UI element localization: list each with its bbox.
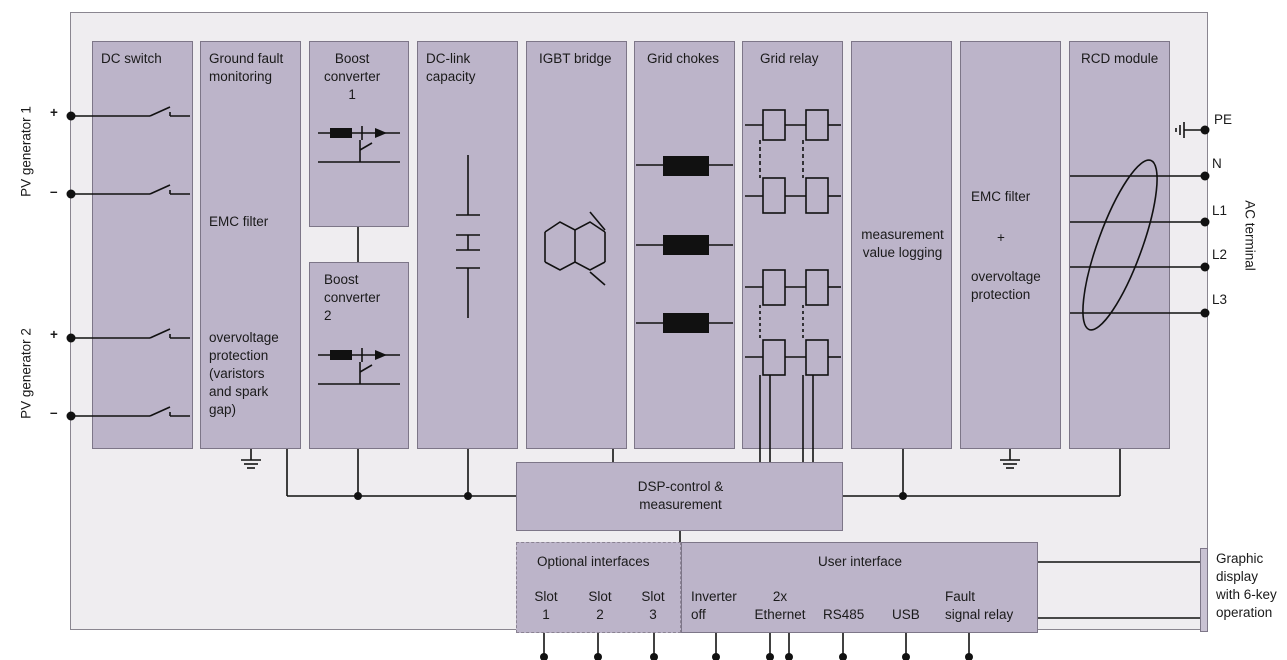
slot3-terminal (650, 653, 658, 660)
inverter-off-label: Inverter off (691, 589, 737, 622)
pv2-minus-label: – (50, 405, 58, 420)
plus-sign-label: + (997, 230, 1005, 245)
rs485-label: RS485 (823, 607, 865, 622)
pe-label: PE (1214, 112, 1233, 127)
slot-3-label: Slot 3 (641, 589, 665, 622)
slot1-terminal (540, 653, 548, 660)
pv2-plus-label: + (50, 327, 58, 342)
boost-converter-1-label: Boost converter 1 (324, 51, 381, 102)
boost-converter-symbols (318, 126, 400, 385)
l1-label: L1 (1212, 203, 1228, 218)
bus-node-3 (899, 492, 907, 500)
choke-3 (663, 313, 709, 333)
boost1-diode (375, 128, 387, 138)
igbt-bridge-block: IGBT bridge (526, 41, 627, 449)
igbt-bridge-label: IGBT bridge (539, 51, 612, 66)
l2-label: L2 (1212, 247, 1228, 262)
pv1-plus-terminal (66, 111, 76, 121)
ground-symbols (241, 449, 1020, 469)
choke-1 (663, 156, 709, 176)
ethernet-label: 2x Ethernet (754, 589, 806, 622)
l3-label: L3 (1212, 292, 1228, 307)
optional-interfaces-block: Optional interfaces Slot 1 Slot 2 Slot 3 (516, 542, 681, 633)
measurement-label: measurement value logging (861, 227, 944, 260)
slot-2-label: Slot 2 (588, 589, 612, 622)
boost2-diode (375, 350, 387, 360)
boost-converter-1-block: Boost converter 1 (309, 41, 409, 227)
emc-filter-left-label: EMC filter (209, 214, 269, 229)
slot2-terminal (594, 653, 602, 660)
rcd-module-label: RCD module (1081, 51, 1159, 66)
bus-node-1 (354, 492, 362, 500)
overvoltage-right-label: overvoltage protection (971, 269, 1041, 302)
fault-relay-terminal (965, 653, 973, 660)
ethernet-terminal-1 (766, 653, 774, 660)
dc-switch-block: DC switch (92, 41, 193, 449)
rcd-module-block: RCD module (1069, 41, 1170, 449)
dsp-control-label: DSP-control & measurement (637, 479, 724, 512)
dc-switch-label: DC switch (101, 51, 162, 66)
boost-converter-2-label: Boost converter 2 (324, 272, 381, 323)
optional-interfaces-title: Optional interfaces (537, 554, 650, 569)
dc-link-label: DC-link capacity (426, 51, 476, 84)
inverter-off-terminal (712, 653, 720, 660)
overvoltage-left-label: overvoltage protection (varistors and sp… (209, 330, 279, 417)
usb-label: USB (892, 607, 920, 622)
ground-fault-block: Ground fault monitoring EMC filter overv… (200, 41, 301, 449)
grid-relay-block: Grid relay (742, 41, 843, 449)
pv1-minus-label: – (50, 184, 58, 199)
ethernet-terminal-2 (785, 653, 793, 660)
dsp-control-block: DSP-control & measurement (516, 462, 843, 531)
ground-fault-label: Ground fault monitoring (209, 51, 284, 84)
n-terminal (1200, 171, 1210, 181)
slot-1-label: Slot 1 (534, 589, 558, 622)
bus-node-2 (464, 492, 472, 500)
pv2-minus-terminal (66, 411, 76, 421)
dc-switch-contacts (71, 106, 190, 417)
pv2-plus-terminal (66, 333, 76, 343)
boost2-inductor (330, 350, 352, 360)
l3-terminal (1200, 308, 1210, 318)
choke-2 (663, 235, 709, 255)
graphic-display-label: Graphic display with 6-key operation (1216, 551, 1277, 620)
rcd-symbol (1070, 122, 1205, 331)
l2-terminal (1200, 262, 1210, 272)
dc-link-capacitor-symbols (456, 155, 480, 318)
emc-filter-right-block: EMC filter + overvoltage protection (960, 41, 1061, 449)
grid-relay-label: Grid relay (760, 51, 819, 66)
emc-filter-right-label: EMC filter (971, 189, 1031, 204)
pe-terminal (1200, 125, 1210, 135)
l1-terminal (1200, 217, 1210, 227)
pv1-plus-label: + (50, 105, 58, 120)
graphic-display-bar (1200, 548, 1208, 632)
measurement-block: measurement value logging (851, 41, 952, 449)
user-interface-block: User interface Inverter off 2x Ethernet … (681, 542, 1038, 633)
n-label: N (1212, 156, 1222, 171)
control-bus (286, 449, 1200, 619)
grid-relay-symbols (745, 109, 841, 462)
grid-chokes-label: Grid chokes (647, 51, 720, 66)
boost1-inductor (330, 128, 352, 138)
fault-relay-label: Fault signal relay (945, 589, 1014, 622)
user-interface-title: User interface (818, 554, 903, 569)
usb-terminal (902, 653, 910, 660)
igbt-bridge-symbol (544, 211, 606, 286)
rs485-terminal (839, 653, 847, 660)
pv1-minus-terminal (66, 189, 76, 199)
